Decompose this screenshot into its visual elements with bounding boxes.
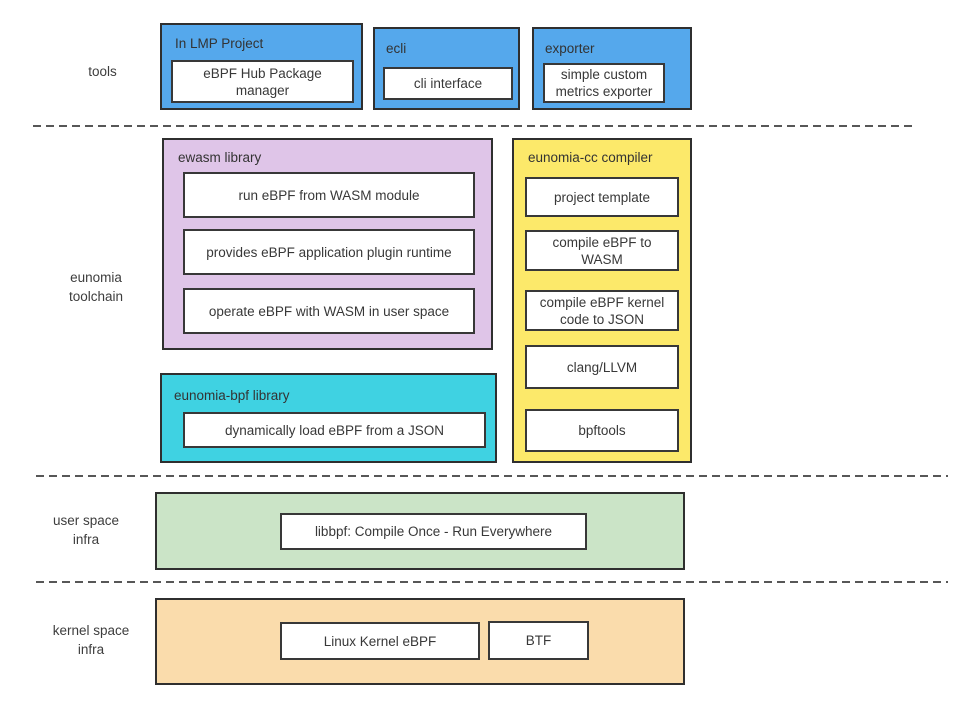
dashed-separator-toolchain-userspace <box>36 475 948 477</box>
node-compile-ebpf-kernel-code-to-json: compile eBPF kernel code to JSON <box>525 290 679 331</box>
group-box-eunomia-bpf-library: eunomia-bpf library dynamically load eBP… <box>160 373 497 463</box>
node-libbpf-compile-once-run-everywhere: libbpf: Compile Once - Run Everywhere <box>280 513 587 550</box>
group-title-ewasm-library: ewasm library <box>178 150 262 165</box>
node-project-template: project template <box>525 177 679 217</box>
group-box-lmp-project: In LMP Project eBPF Hub Package manager <box>160 23 363 110</box>
node-compile-ebpf-to-wasm: compile eBPF to WASM <box>525 230 679 271</box>
dashed-separator-userspace-kernelspace <box>36 581 948 583</box>
group-title-exporter: exporter <box>545 41 595 56</box>
group-box-ecli: ecli cli interface <box>373 27 520 110</box>
group-box-ewasm-library: ewasm library run eBPF from WASM module … <box>162 138 493 350</box>
group-box-kernel-space-infra: Linux Kernel eBPF BTF <box>155 598 685 685</box>
node-dynamically-load-ebpf-from-a-json: dynamically load eBPF from a JSON <box>183 412 486 448</box>
node-operate-ebpf-with-wasm-in-user-space: operate eBPF with WASM in user space <box>183 288 475 334</box>
node-provides-ebpf-application-plugin-runtime: provides eBPF application plugin runtime <box>183 229 475 275</box>
section-label-tools: tools <box>88 64 117 79</box>
group-title-ecli: ecli <box>386 41 407 56</box>
node-cli-interface: cli interface <box>383 67 513 100</box>
group-box-user-space-infra: libbpf: Compile Once - Run Everywhere <box>155 492 685 570</box>
group-box-eunomia-cc-compiler: eunomia-cc compiler project template com… <box>512 138 692 463</box>
node-bpftools: bpftools <box>525 409 679 452</box>
node-ebpf-hub-package-manager: eBPF Hub Package manager <box>171 60 354 103</box>
node-run-ebpf-from-wasm-module: run eBPF from WASM module <box>183 172 475 218</box>
node-simple-custom-metrics-exporter: simple custom metrics exporter <box>543 63 665 103</box>
section-label-kernel-space-infra: kernel space infra <box>52 623 130 657</box>
node-linux-kernel-ebpf: Linux Kernel eBPF <box>280 622 480 660</box>
group-title-eunomia-bpf-library: eunomia-bpf library <box>174 388 290 403</box>
group-box-exporter: exporter simple custom metrics exporter <box>532 27 692 110</box>
group-title-eunomia-cc-compiler: eunomia-cc compiler <box>528 150 653 165</box>
group-title-lmp-project: In LMP Project <box>175 36 264 51</box>
dashed-separator-tools-toolchain <box>33 125 917 127</box>
node-btf: BTF <box>488 621 589 660</box>
section-label-eunomia-toolchain: eunomia toolchain <box>68 270 124 304</box>
section-label-user-space-infra: user space infra <box>52 513 120 547</box>
node-clang-llvm: clang/LLVM <box>525 345 679 389</box>
